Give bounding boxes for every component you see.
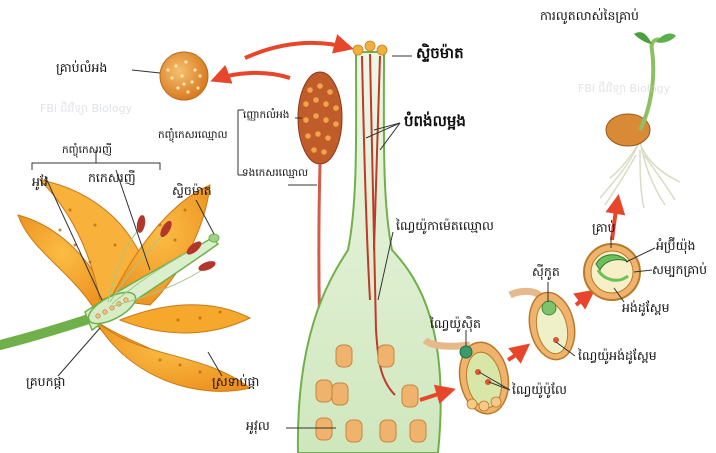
arrow-stage-1-2 <box>506 343 531 364</box>
stamen-bracket <box>31 158 161 170</box>
label-ovary: អូវែ <box>32 174 48 189</box>
label-filament: ទងកេសរឈ្មោល <box>242 167 309 179</box>
petal-lower <box>94 319 252 392</box>
petal-right <box>118 304 252 334</box>
pistil-large <box>296 40 442 453</box>
petal-back <box>38 179 151 301</box>
label-stamen: កញ្ចុំកេសរឈ្មោល <box>158 129 228 141</box>
label-sepal: គ្របកផ្កា <box>26 374 66 389</box>
label-pollen-tube: បំពង់លម្អង <box>404 112 466 130</box>
arrow-to-ovule <box>419 384 456 405</box>
label-endosperm: អង់ដូស្ពែម <box>622 300 670 315</box>
seedling <box>599 32 681 209</box>
label-ovule: អូវុល <box>246 418 270 433</box>
seed <box>583 243 641 301</box>
label-zygote: ណ្វៃយ៉ូស៊ិត <box>430 316 481 331</box>
label-pistil: កញ្ចុំកេសរញី <box>62 144 112 156</box>
label-anther: ញ្ញោកលំអង <box>243 109 290 121</box>
arrow-stage-2-3 <box>573 289 596 310</box>
lily-flower <box>0 179 252 392</box>
label-embryo: អំប្រ៊ីយ៉ុង <box>656 238 696 253</box>
pollen-tubes <box>361 53 396 396</box>
watermark-center: FBi ជីវវិទ្យា Biology <box>40 102 133 115</box>
arrow-anther-to-pollen <box>210 64 291 84</box>
ovule-stage-2 <box>508 287 576 361</box>
label-seed: គ្រាប់ <box>592 220 616 235</box>
label-embryo-small: ស៊ីកូត <box>532 264 560 279</box>
label-seed-coat: សម្បកគ្រាប់ <box>652 262 708 277</box>
flower-filaments <box>107 227 206 307</box>
petal-spots <box>58 208 222 374</box>
ovules <box>315 344 427 443</box>
petal-top <box>109 184 211 306</box>
pollen-grain <box>159 51 209 101</box>
label-petal: ស្រទាប់ផ្កា <box>212 374 260 389</box>
flower-anthers <box>136 215 216 271</box>
label-germination: ការលូតលាស់នៃគ្រាប់ <box>540 8 639 23</box>
leader-lines <box>44 55 656 429</box>
label-style: កកេសរញី <box>88 170 136 185</box>
arrow-pollen-to-stigma <box>244 34 354 60</box>
label-endosperm-nucleus: ណ្វៃយ៉ូអង់ដូស្ពែម <box>578 348 657 363</box>
label-pollen-grain: គ្រាប់លំអង <box>56 60 108 75</box>
flower-ovules <box>95 297 129 319</box>
label-stigma-flower: ស្ទិចម៉ាត <box>172 183 212 198</box>
flower-stigma <box>208 233 220 243</box>
watermark-right: FBi ជីវវិទ្យា Biology <box>578 82 671 95</box>
anther <box>297 71 343 165</box>
label-polar-nuclei: ណ្វៃយ៉ូប៉ូលែ <box>512 382 567 397</box>
roots <box>599 139 681 209</box>
label-stigma-top: ស្ទិចម៉ាត <box>416 44 464 62</box>
label-sperm-nucleus: ណ្វៃយ៉ូកាម៉េតឈ្មោល <box>396 218 494 233</box>
flower-stem <box>0 313 97 350</box>
arrow-seed-to-seedling <box>605 194 626 241</box>
stigma-lobes <box>352 40 388 56</box>
